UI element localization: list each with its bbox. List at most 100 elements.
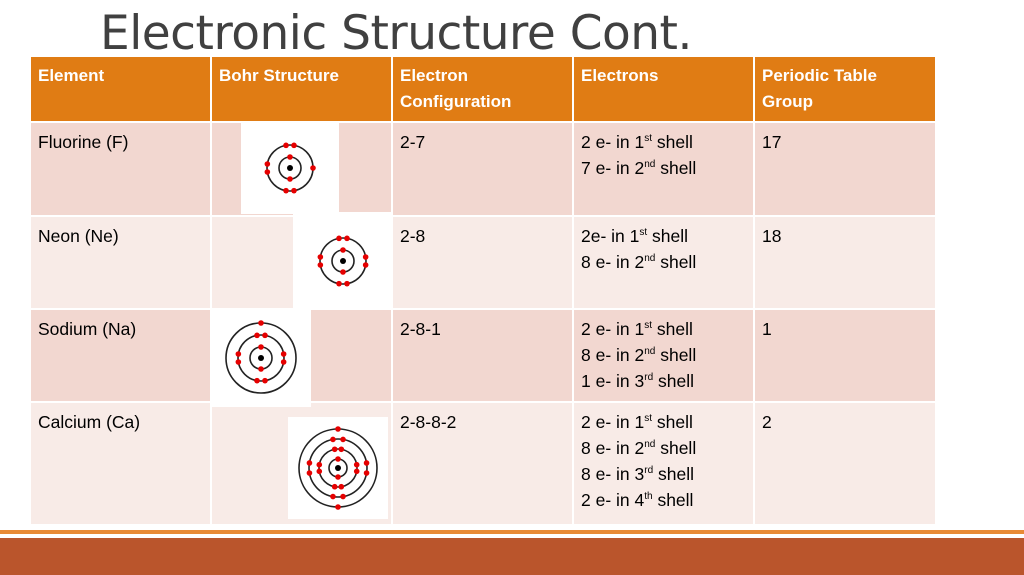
electron-dot: [353, 461, 360, 468]
electron-dot: [317, 254, 324, 260]
electron-dot: [283, 142, 289, 149]
electron-dot: [331, 483, 338, 490]
electron-dot: [262, 332, 268, 339]
electron-dot: [344, 235, 350, 242]
header-bohr-structure: Bohr Structure: [212, 57, 393, 123]
electron-dot: [362, 262, 369, 268]
electron-dot: [330, 493, 336, 500]
nucleus: [287, 165, 293, 171]
electron-shell: [319, 237, 367, 285]
nucleus: [258, 355, 264, 361]
configuration-cell: 2-7: [393, 123, 574, 217]
shell-line: 8 e- in 2nd shell: [581, 252, 697, 272]
electron-dot: [340, 436, 346, 443]
electrons-cell: 2e- in 1st shell 8 e- in 2nd shell: [574, 217, 755, 310]
electron-dot: [363, 460, 370, 466]
electron-dot: [280, 359, 287, 365]
configuration-cell: 2-8-8-2: [393, 403, 574, 526]
electron-dot: [331, 446, 338, 453]
electron-dot: [340, 247, 346, 253]
electron-dot: [306, 460, 313, 466]
element-cell: Fluorine (F): [31, 123, 212, 217]
electronic-structure-table: Element Bohr Structure Electron Configur…: [31, 57, 937, 526]
nucleus: [340, 258, 346, 264]
electron-dot: [235, 359, 242, 365]
electron-shell: [308, 438, 368, 498]
electron-dot: [310, 165, 316, 171]
bohr-structure-cell: [212, 122, 393, 217]
electron-dot: [254, 377, 260, 384]
electron-shell: [237, 334, 285, 382]
nucleus: [335, 465, 341, 471]
element-cell: Sodium (Na): [31, 310, 212, 403]
header-periodic-table-group: Periodic Table Group: [755, 57, 937, 123]
shell-line: 1 e- in 3rd shell: [581, 371, 694, 391]
electron-dot: [291, 187, 297, 194]
group-cell: 18: [755, 217, 937, 310]
electron-dot: [335, 426, 341, 432]
electron-dot: [362, 254, 369, 260]
shell-line: 2 e- in 1st shell: [581, 319, 693, 339]
electron-dot: [340, 269, 346, 275]
footer-accent-line: [0, 530, 1024, 534]
electron-dot: [316, 468, 323, 475]
electron-dot: [340, 493, 346, 500]
header-element: Element: [31, 57, 212, 123]
electron-dot: [287, 176, 293, 182]
header-electrons: Electrons: [574, 57, 755, 123]
element-cell: Calcium (Ca): [31, 403, 212, 526]
electron-dot: [316, 461, 323, 468]
shell-line: 2 e- in 1st shell: [581, 412, 693, 432]
electron-dot: [280, 351, 287, 357]
bohr-structure-cell: [211, 309, 393, 407]
group-cell: 1: [755, 310, 937, 403]
electron-dot: [353, 468, 360, 475]
electron-dot: [262, 377, 268, 384]
electron-dot: [344, 280, 350, 287]
electron-dot: [235, 351, 242, 357]
element-cell: Neon (Ne): [31, 217, 212, 310]
shell-line: 7 e- in 2nd shell: [581, 158, 697, 178]
shell-line: 8 e- in 2nd shell: [581, 438, 697, 458]
configuration-cell: 2-8-1: [393, 310, 574, 403]
slide-title: Electronic Structure Cont.: [100, 6, 692, 61]
electrons-cell: 2 e- in 1st shell 8 e- in 2nd shell 8 e-…: [574, 403, 755, 526]
electron-dot: [338, 483, 345, 490]
shell-line: 2 e- in 4th shell: [581, 490, 694, 510]
configuration-cell: 2-8: [393, 217, 574, 310]
group-cell: 17: [755, 123, 937, 217]
bohr-diagram-neon: [293, 212, 393, 310]
electron-dot: [258, 366, 264, 372]
electron-dot: [338, 446, 345, 453]
electrons-cell: 2 e- in 1st shell 7 e- in 2nd shell: [574, 123, 755, 217]
electrons-cell: 2 e- in 1st shell 8 e- in 2nd shell 1 e-…: [574, 310, 755, 403]
electron-dot: [291, 142, 297, 149]
electron-shell: [318, 448, 358, 488]
shell-line: 2e- in 1st shell: [581, 226, 689, 246]
bohr-diagram-sodium: [211, 309, 311, 407]
group-cell: 2: [755, 403, 937, 526]
electron-dot: [283, 187, 289, 194]
electron-dot: [254, 332, 260, 339]
electron-dot: [336, 280, 342, 287]
electron-dot: [330, 436, 336, 443]
bohr-structure-cell: [212, 403, 393, 526]
electron-dot: [336, 235, 342, 242]
electron-dot: [335, 504, 341, 510]
electron-dot: [287, 154, 293, 160]
footer-band: [0, 538, 1024, 575]
shell-line: 8 e- in 2nd shell: [581, 345, 697, 365]
bohr-diagram-fluorine: [241, 122, 339, 214]
electron-dot: [335, 456, 341, 462]
header-electron-configuration: Electron Configuration: [393, 57, 574, 123]
bohr-diagram-calcium: [288, 417, 388, 519]
electron-dot: [258, 344, 264, 350]
electron-dot: [335, 474, 341, 480]
electron-dot: [264, 169, 271, 175]
electron-dot: [306, 470, 313, 476]
bohr-structure-cell: [212, 212, 393, 310]
electron-dot: [264, 161, 271, 167]
electron-dot: [317, 262, 324, 268]
electron-dot: [363, 470, 370, 476]
electron-dot: [258, 320, 264, 326]
